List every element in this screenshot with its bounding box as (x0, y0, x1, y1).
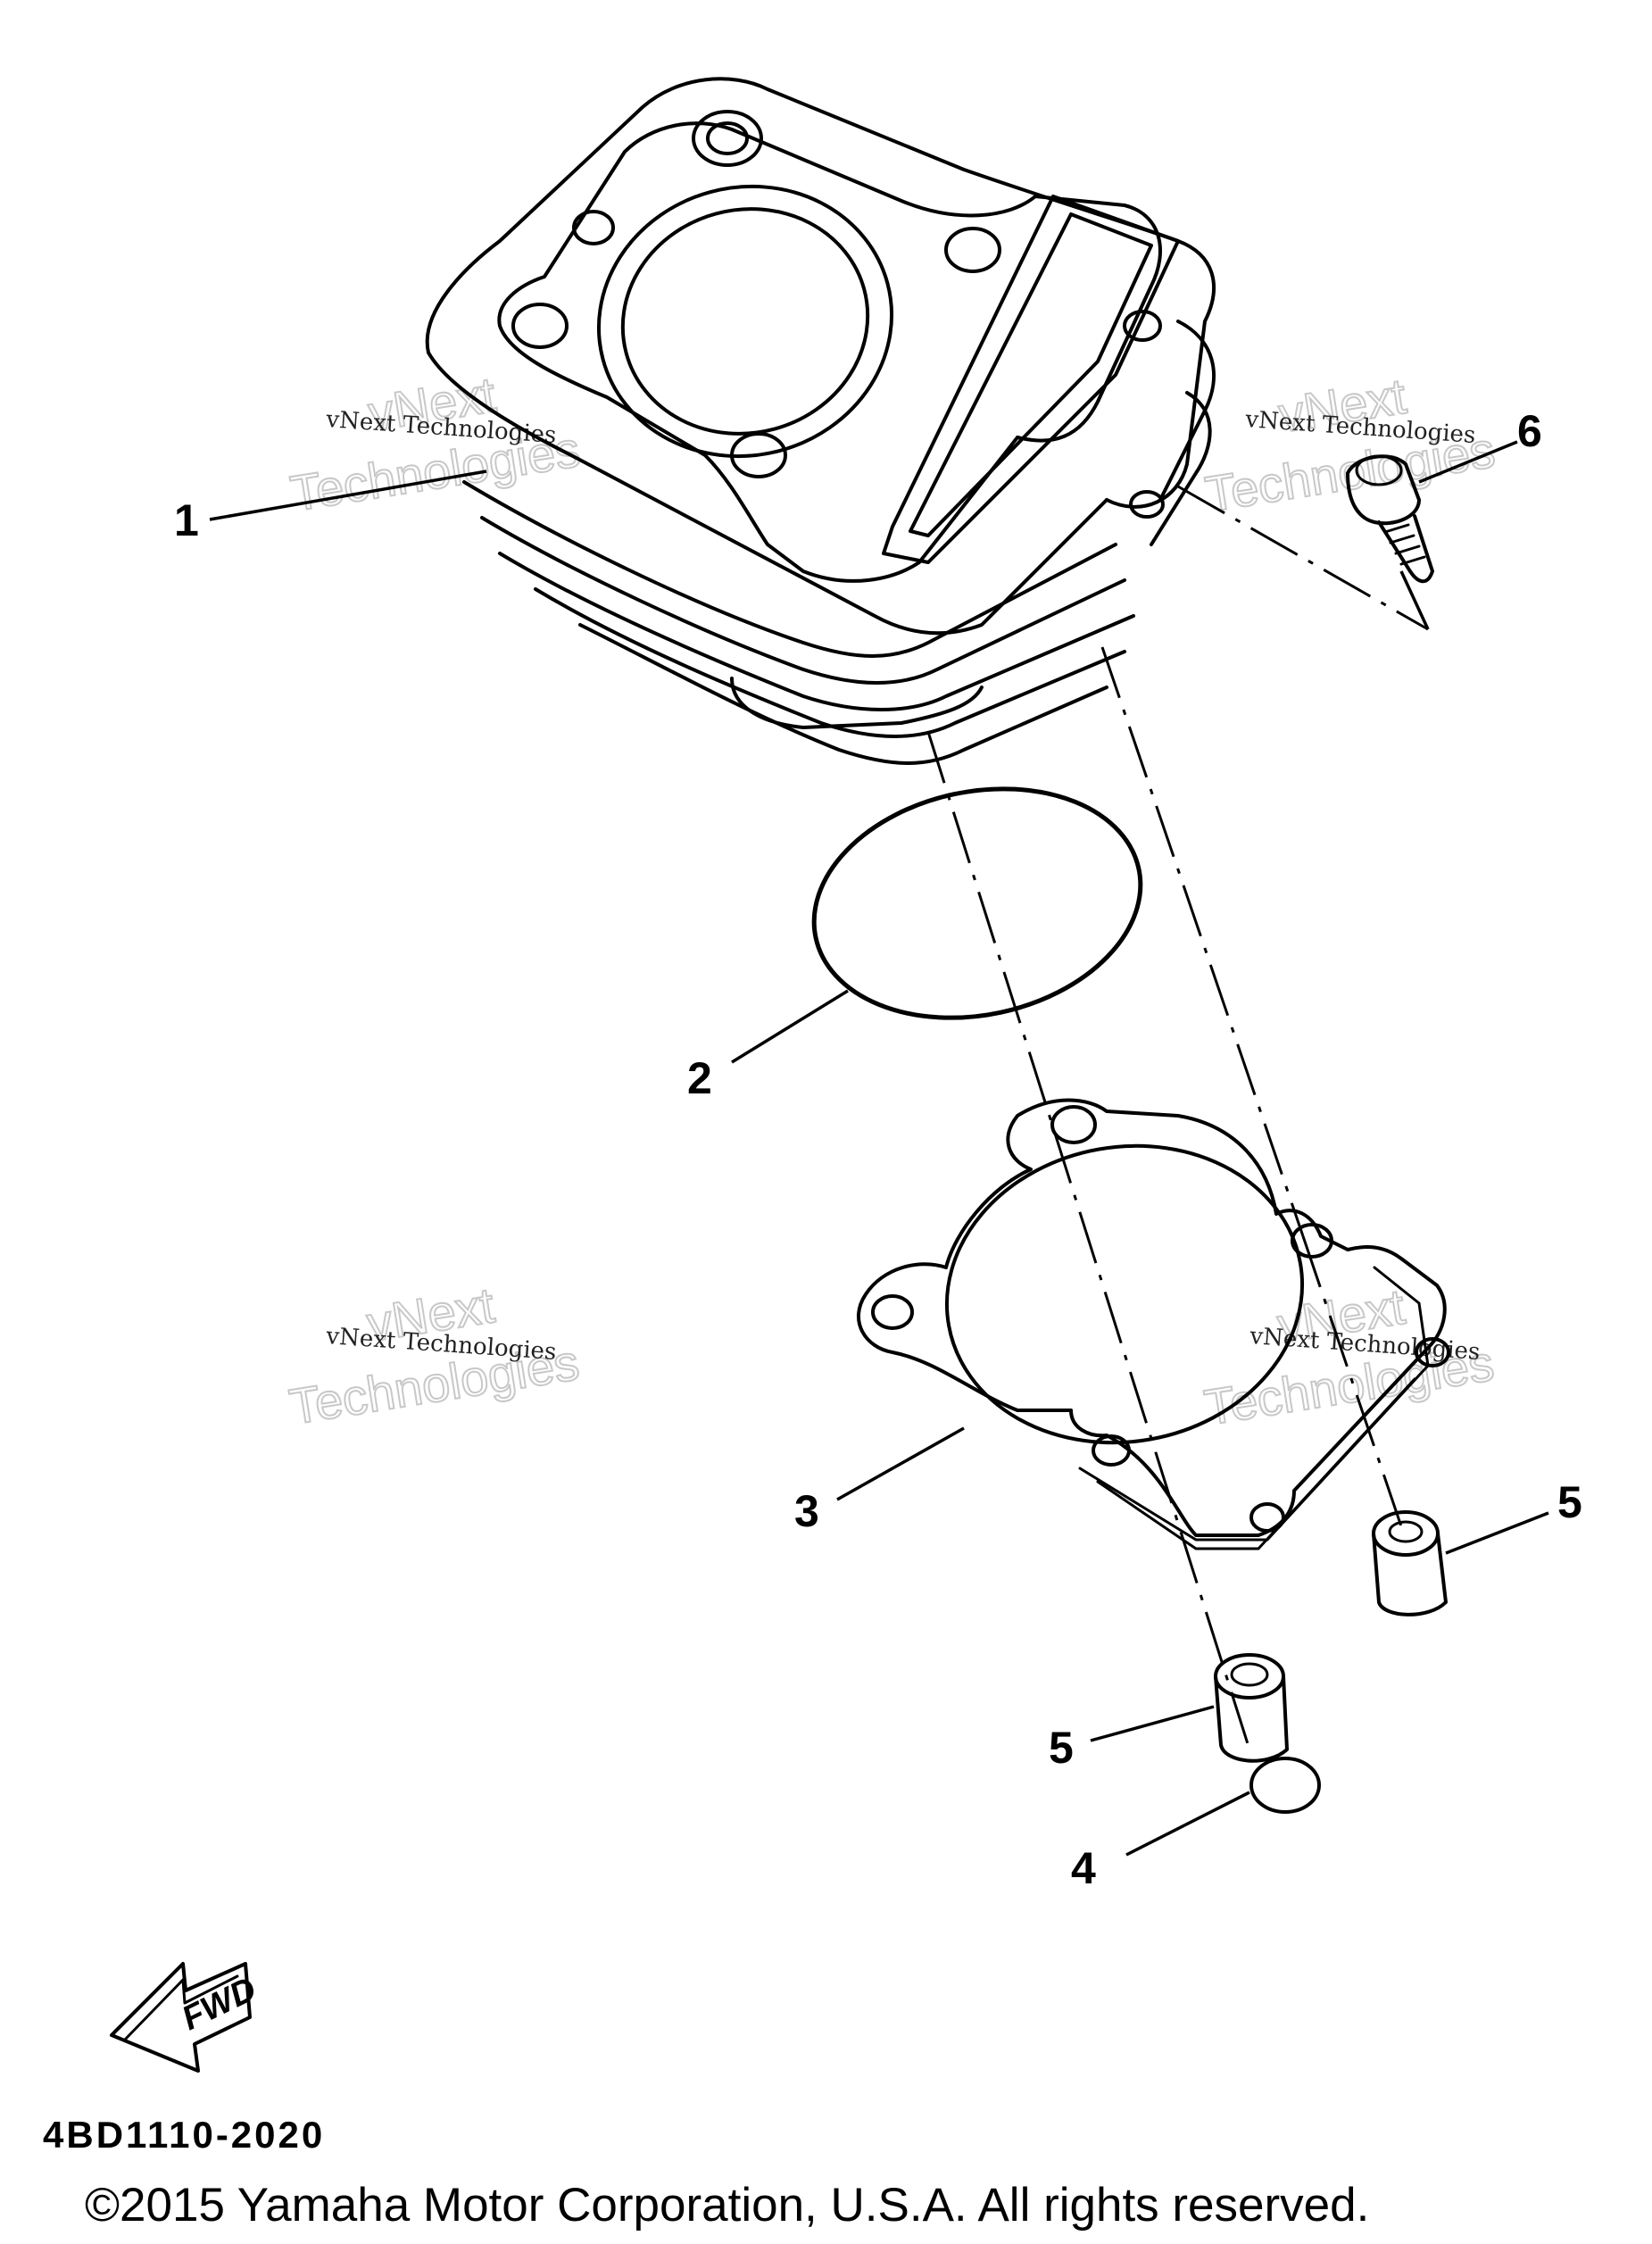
assembly-line (1100, 646, 1305, 1237)
assembly-line (1399, 570, 1430, 630)
assembly-line (1301, 1235, 1403, 1527)
cylinder-gasket-part (856, 1098, 1450, 1550)
diagram-code: 4BD1110-2020 (43, 2114, 325, 2156)
cylinder-part (425, 77, 1216, 765)
callout-4: 4 (1071, 1843, 1096, 1893)
leader-line-4 (1125, 1791, 1250, 1857)
bolt-part (1346, 454, 1434, 584)
copyright-text: ©2015 Yamaha Motor Corporation, U.S.A. A… (85, 2179, 1369, 2232)
leader-line-2 (731, 989, 849, 1064)
leader-line-6 (1418, 440, 1518, 484)
callout-2: 2 (687, 1053, 712, 1103)
leader-line-1 (209, 470, 487, 521)
callout-5a: 5 (1049, 1723, 1074, 1773)
callout-1: 1 (174, 495, 199, 545)
assembly-line (1177, 485, 1429, 631)
dowel-pin-part (1214, 1653, 1289, 1763)
callout-6: 6 (1517, 406, 1542, 456)
fwd-arrow-icon: FWD (110, 1962, 262, 2073)
dowel-pin-part (1372, 1510, 1448, 1617)
assembly-line (926, 731, 1251, 1750)
callout-3: 3 (794, 1486, 819, 1536)
o-ring-part (811, 786, 1143, 1020)
leader-line-5a (1090, 1705, 1215, 1742)
leader-line-5b (1445, 1511, 1549, 1555)
leader-line-3 (836, 1426, 965, 1501)
callout-5b: 5 (1557, 1477, 1582, 1527)
plug-part (1249, 1757, 1321, 1814)
fwd-label: FWD (177, 1970, 262, 2038)
